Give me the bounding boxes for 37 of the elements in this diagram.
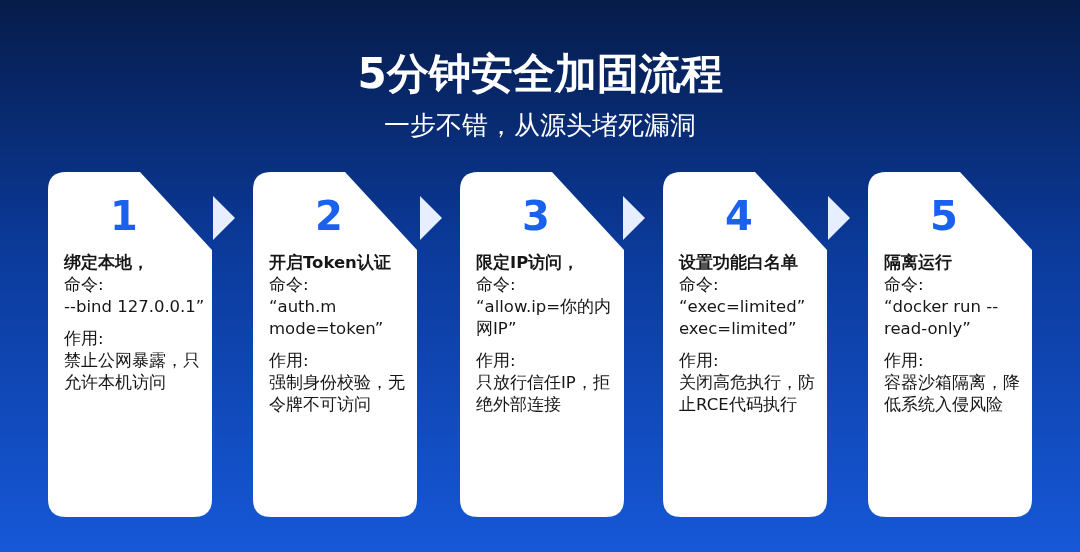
step-number: 2 <box>314 192 344 240</box>
description-text: 只放行信任IP，拒绝外部连接 <box>476 372 611 416</box>
title: 5分钟安全加固流程 <box>356 48 724 100</box>
field-label: 命令: <box>269 274 310 296</box>
description-text: 禁止公网暴露，只允许本机访问 <box>64 350 201 394</box>
command-text: “auth.m mode=token” <box>269 296 385 340</box>
field-label: 作用: <box>476 350 517 372</box>
step-number: 5 <box>929 192 959 240</box>
description-text: 强制身份校验，无令牌不可访问 <box>269 372 406 416</box>
field-label: 命令: <box>476 274 517 296</box>
command-text: “allow.ip=你的内网IP” <box>476 296 613 340</box>
step-number: 4 <box>724 192 754 240</box>
description-text: 关闭高危执行，防止RCE代码执行 <box>679 372 816 416</box>
step-number: 1 <box>109 192 139 240</box>
step-heading: 设置功能白名单 <box>679 252 799 274</box>
step-card <box>253 172 417 517</box>
field-label: 命令: <box>679 274 720 296</box>
step-card <box>48 172 212 517</box>
field-label: 命令: <box>64 274 105 296</box>
field-label: 作用: <box>269 350 310 372</box>
command-text: “exec=limited” exec=limited” <box>679 296 807 340</box>
subtitle: 一步不错，从源头堵死漏洞 <box>383 109 697 142</box>
field-label: 作用: <box>884 350 925 372</box>
field-label: 作用: <box>679 350 720 372</box>
step-heading: 限定IP访问， <box>476 252 581 274</box>
step-heading: 绑定本地， <box>64 252 150 274</box>
step-heading: 开启Token认证 <box>269 252 392 274</box>
step-card <box>460 172 624 517</box>
step-heading: 隔离运行 <box>884 252 953 274</box>
step-card <box>868 172 1032 517</box>
command-text: --bind 127.0.0.1” <box>64 296 206 318</box>
command-text: “docker run --read-only” <box>884 296 1000 340</box>
step-number: 3 <box>521 192 551 240</box>
description-text: 容器沙箱隔离，降低系统入侵风险 <box>884 372 1021 416</box>
field-label: 作用: <box>64 328 105 350</box>
step-card <box>663 172 827 517</box>
field-label: 命令: <box>884 274 925 296</box>
